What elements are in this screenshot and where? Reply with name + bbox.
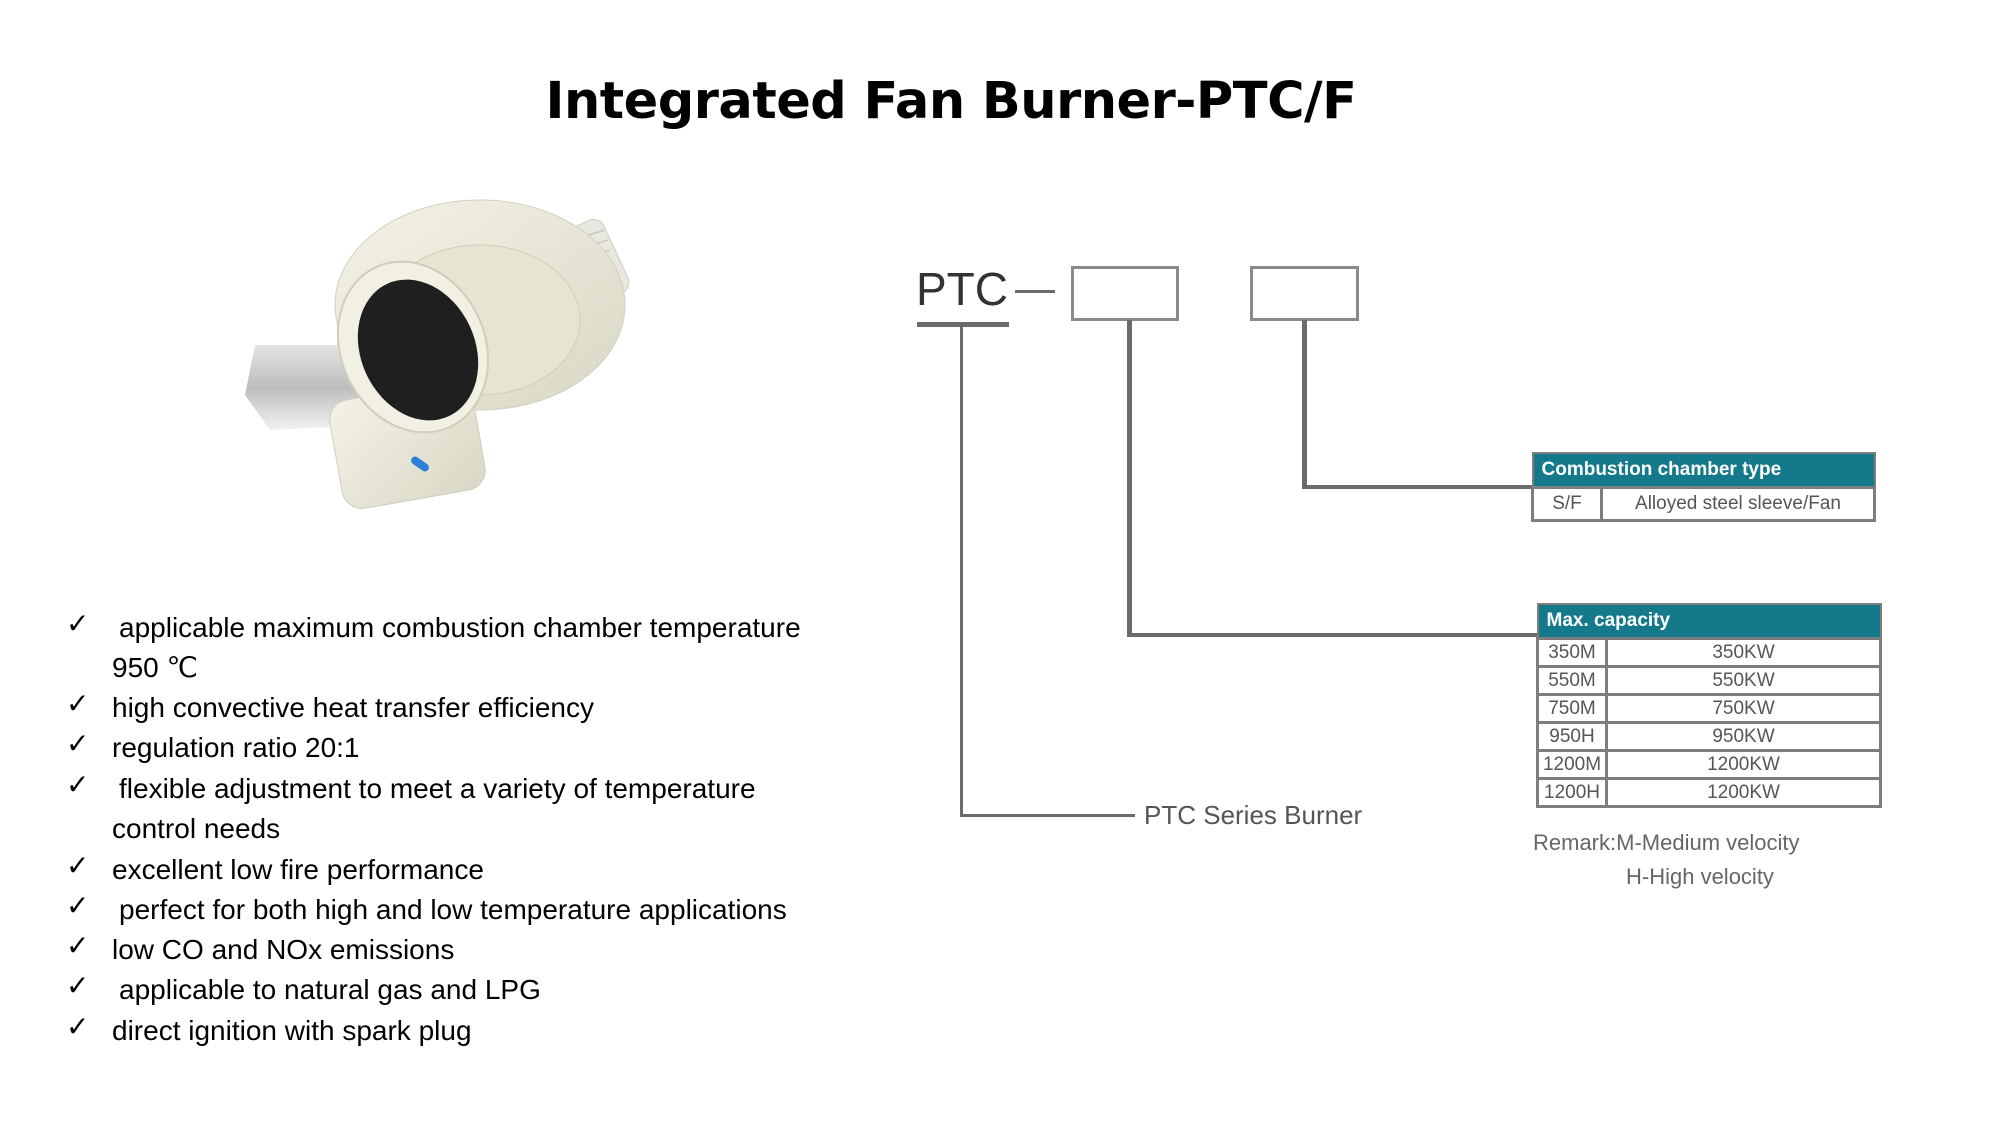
table-cell: 750KW <box>1605 693 1882 724</box>
check-icon: ✓ <box>66 890 90 921</box>
feature-text: applicable maximum combustion chamber te… <box>119 612 801 643</box>
feature-text: 950 ℃ <box>112 652 198 683</box>
table-cell: 350M <box>1536 637 1608 668</box>
check-icon: ✓ <box>66 728 90 759</box>
check-icon: ✓ <box>66 769 90 800</box>
check-icon: ✓ <box>66 1011 90 1042</box>
prefix-underline <box>917 322 1009 327</box>
gas-pipe <box>411 456 429 472</box>
feature-text: control needs <box>112 813 281 844</box>
series-label: PTC Series Burner <box>1144 800 1363 830</box>
code-box-capacity <box>1071 266 1179 321</box>
check-icon: ✓ <box>66 850 90 881</box>
connector-line <box>1127 320 1132 637</box>
remark-text: H-High velocity <box>1626 864 1774 889</box>
connector-line <box>1302 485 1532 489</box>
code-dash <box>1015 290 1055 293</box>
connector-line <box>960 326 963 817</box>
connector-line <box>1127 633 1537 637</box>
burner-opening <box>357 279 479 421</box>
feature-text: applicable to natural gas and LPG <box>119 974 541 1005</box>
table-cell: S/F <box>1531 486 1603 522</box>
table-cell: 1200KW <box>1605 777 1882 808</box>
table-cell: 1200M <box>1536 749 1608 780</box>
table-header: Max. capacity <box>1536 603 1882 640</box>
feature-text: excellent low fire performance <box>112 854 484 885</box>
check-icon: ✓ <box>66 688 90 719</box>
table-cell: 1200H <box>1536 777 1608 808</box>
table-cell: 550KW <box>1605 665 1882 696</box>
check-icon: ✓ <box>66 970 90 1001</box>
table-cell: 950H <box>1536 721 1608 752</box>
code-box-chamber <box>1250 266 1359 321</box>
chamber-type-table: Combustion chamber type S/F Alloyed stee… <box>1531 452 1876 522</box>
table-cell: Alloyed steel sleeve/Fan <box>1600 486 1876 522</box>
table-row: S/F Alloyed steel sleeve/Fan <box>1531 486 1876 522</box>
table-header: Combustion chamber type <box>1531 452 1876 489</box>
table-cell: 350KW <box>1605 637 1882 668</box>
check-icon: ✓ <box>66 930 90 961</box>
table-cell: 1200KW <box>1605 749 1882 780</box>
table-cell: 750M <box>1536 693 1608 724</box>
burner-product-image <box>245 199 630 509</box>
check-icon: ✓ <box>66 608 90 639</box>
feature-text: perfect for both high and low temperatur… <box>119 894 787 925</box>
feature-text: flexible adjustment to meet a variety of… <box>119 773 756 804</box>
page-title: Integrated Fan Burner-PTC/F <box>545 72 1358 131</box>
feature-text: regulation ratio 20:1 <box>112 732 360 763</box>
table-cell: 950KW <box>1605 721 1882 752</box>
feature-text: high convective heat transfer efficiency <box>112 692 594 723</box>
remark-text: Remark:M-Medium velocity <box>1533 830 1800 855</box>
table-cell: 550M <box>1536 665 1608 696</box>
feature-text: low CO and NOx emissions <box>112 934 455 965</box>
code-prefix: PTC <box>916 263 1008 315</box>
connector-line <box>1302 320 1307 489</box>
feature-text: direct ignition with spark plug <box>112 1015 472 1046</box>
connector-line <box>960 814 1135 817</box>
